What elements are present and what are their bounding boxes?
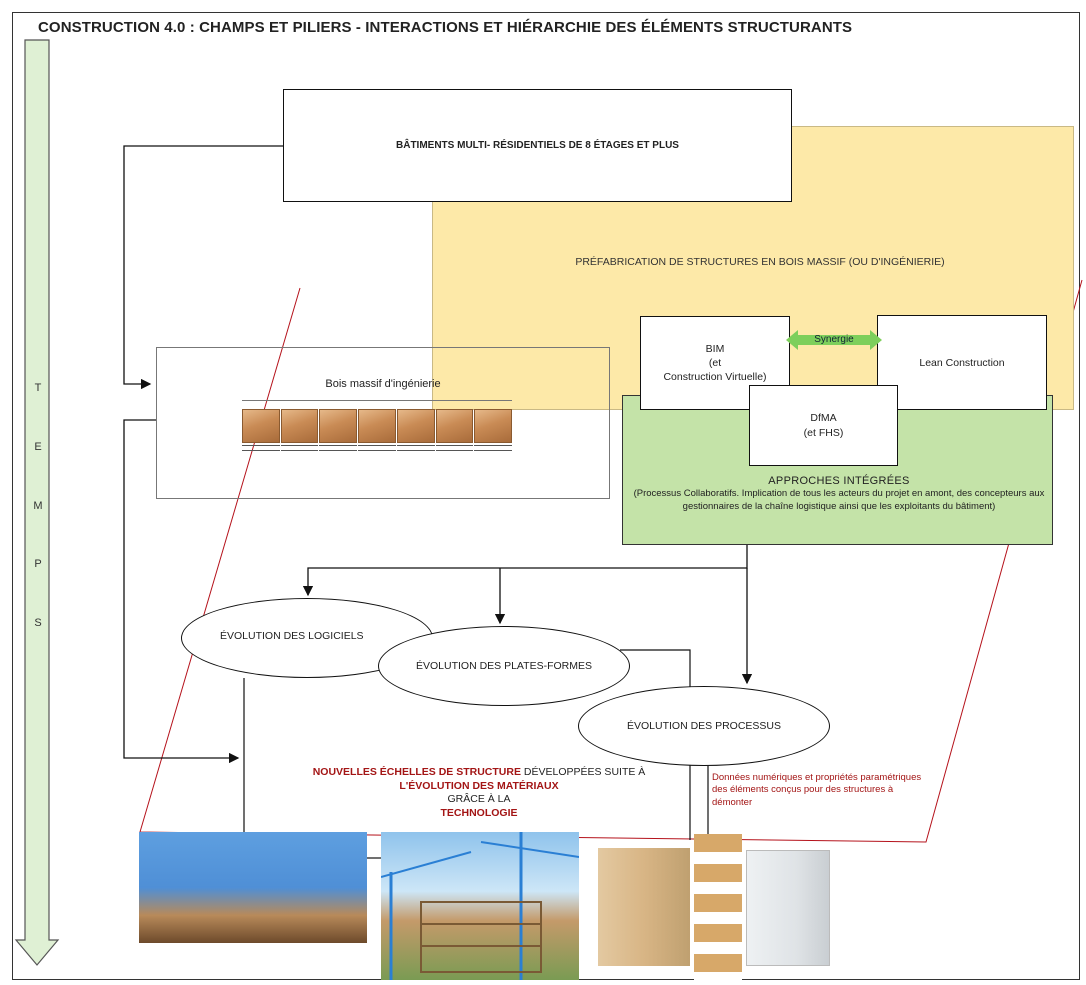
- materials-evolution: L'ÉVOLUTION DES MATÉRIAUX: [399, 779, 559, 792]
- connector-green-down: [302, 545, 748, 597]
- timber-sample-image: [319, 409, 358, 443]
- bim-line3: Construction Virtuelle): [663, 371, 767, 384]
- integrated-approaches-text: APPROCHES INTÉGRÉES (Processus Collabora…: [630, 474, 1048, 513]
- timber-sample-image: [280, 409, 319, 443]
- tower-facade-render: [746, 850, 830, 966]
- synergy-label: Synergie: [814, 334, 854, 345]
- lean-label: Lean Construction: [919, 356, 1005, 369]
- line-plateformes-down: [620, 649, 691, 840]
- page-title: CONSTRUCTION 4.0 : CHAMPS ET PILIERS - I…: [38, 19, 853, 36]
- timber-sample-image: [474, 409, 513, 443]
- digital-data-note: Données numériques et propriétés paramét…: [712, 772, 922, 808]
- timber-product-tile: [242, 409, 280, 482]
- dfma-box: DfMA (et FHS): [749, 385, 898, 466]
- temps-letter-t: T: [34, 382, 42, 394]
- new-scales-text: NOUVELLES ÉCHELLES DE STRUCTURE DÉVELOPP…: [255, 766, 703, 821]
- lean-box: Lean Construction: [877, 315, 1047, 410]
- new-scales-rest: DÉVELOPPÉES SUITE À: [520, 766, 646, 778]
- connector-bois-to-bottom: [123, 419, 240, 764]
- timber-structure-render: [598, 848, 690, 966]
- evolution-processus-ellipse: ÉVOLUTION DES PROCESSUS: [578, 686, 830, 766]
- timber-product-tile: [435, 409, 474, 482]
- integrated-approaches-heading: APPROCHES INTÉGRÉES: [768, 475, 910, 487]
- thanks-to: GRÂCE À LA: [447, 793, 511, 806]
- temps-letter-e: E: [34, 441, 42, 453]
- timber-product-tile: [474, 409, 513, 482]
- temps-letter-m: M: [33, 500, 43, 512]
- evolution-plateformes-ellipse: ÉVOLUTION DES PLATES-FORMES: [378, 626, 630, 706]
- dfma-line1: DfMA: [810, 412, 837, 425]
- new-scales-highlight: NOUVELLES ÉCHELLES DE STRUCTURE: [312, 766, 521, 778]
- bim-line2: (et: [708, 356, 722, 369]
- time-arrow: [14, 39, 60, 966]
- timber-product-tile: [358, 409, 396, 482]
- timber-connection-details: [694, 834, 742, 980]
- evolution-processus-label: ÉVOLUTION DES PROCESSUS: [626, 720, 782, 732]
- timber-product-tile: [396, 409, 435, 482]
- timber-product-tile: [319, 409, 358, 482]
- timber-sample-image: [435, 409, 474, 443]
- timber-sample-image: [242, 409, 280, 443]
- evolution-logiciels-label: ÉVOLUTION DES LOGICIELS: [220, 630, 364, 642]
- timber-sample-image: [396, 409, 435, 443]
- timber-product-tile: [280, 409, 319, 482]
- mass-timber-box: [156, 347, 610, 499]
- temps-letter-p: P: [34, 558, 42, 570]
- construction-site-photo: [380, 832, 580, 980]
- timber-sample-image: [358, 409, 396, 443]
- technology: TECHNOLOGIE: [440, 806, 518, 819]
- mass-timber-title: Bois massif d'ingénierie: [325, 378, 441, 390]
- evolution-plateformes-label: ÉVOLUTION DES PLATES-FORMES: [415, 660, 592, 672]
- bim-line1: BIM: [705, 342, 725, 355]
- synergy-arrow-icon: [786, 330, 882, 350]
- crane-icon: [380, 832, 580, 980]
- integrated-approaches-description: (Processus Collaboratifs. Implication de…: [633, 488, 1045, 512]
- buildings-box: BÂTIMENTS MULTI- RÉSIDENTIELS DE 8 ÉTAGE…: [283, 89, 792, 202]
- timber-building-photo: [139, 832, 367, 943]
- connector-top-to-bois: [123, 145, 283, 390]
- temps-letter-s: S: [34, 617, 42, 629]
- mass-timber-products-strip: [242, 400, 513, 482]
- prefabrication-label: PRÉFABRICATION DE STRUCTURES EN BOIS MAS…: [575, 256, 945, 268]
- dfma-line2: (et FHS): [803, 426, 844, 439]
- buildings-label: BÂTIMENTS MULTI- RÉSIDENTIELS DE 8 ÉTAGE…: [396, 140, 679, 151]
